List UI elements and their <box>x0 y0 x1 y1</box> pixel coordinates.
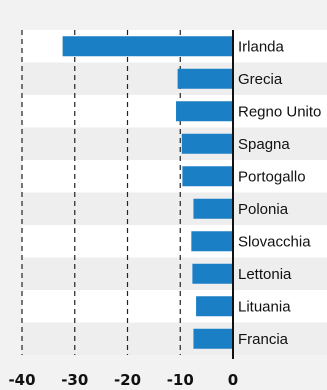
bar <box>181 133 233 154</box>
row-band <box>22 160 327 193</box>
bar <box>196 296 233 317</box>
bar <box>62 36 234 57</box>
category-label: Irlanda <box>238 38 285 55</box>
category-label: Spagna <box>238 136 290 153</box>
category-label: Lettonia <box>238 266 292 283</box>
row-band <box>22 95 327 128</box>
row-band <box>22 225 327 258</box>
row-band <box>22 257 327 290</box>
bar <box>182 166 233 187</box>
x-tick-label: -30 <box>61 371 88 389</box>
row-bands <box>22 30 327 355</box>
x-tick-label: -10 <box>167 371 194 389</box>
category-label: Francia <box>238 331 289 348</box>
bars <box>62 36 234 349</box>
row-band <box>22 322 327 355</box>
category-label: Regno Unito <box>238 103 321 120</box>
x-tick-label: -20 <box>114 371 141 389</box>
category-label: Grecia <box>238 71 283 88</box>
category-label: Slovacchia <box>238 233 311 250</box>
row-band <box>22 192 327 225</box>
row-band <box>22 290 327 323</box>
x-tick-labels: -40 -30 -20 -10 0 <box>8 371 238 389</box>
row-band <box>22 127 327 160</box>
bar <box>193 328 233 349</box>
category-label: Polonia <box>238 201 289 218</box>
x-tick-label: -40 <box>8 371 35 389</box>
row-band <box>22 62 327 95</box>
x-tick-label: 0 <box>228 371 238 389</box>
category-label: Lituania <box>238 298 291 315</box>
bar <box>177 68 233 89</box>
bar <box>191 231 233 252</box>
bar <box>193 198 233 219</box>
bar <box>192 263 233 284</box>
category-label: Portogallo <box>238 168 306 185</box>
bar <box>176 101 233 122</box>
